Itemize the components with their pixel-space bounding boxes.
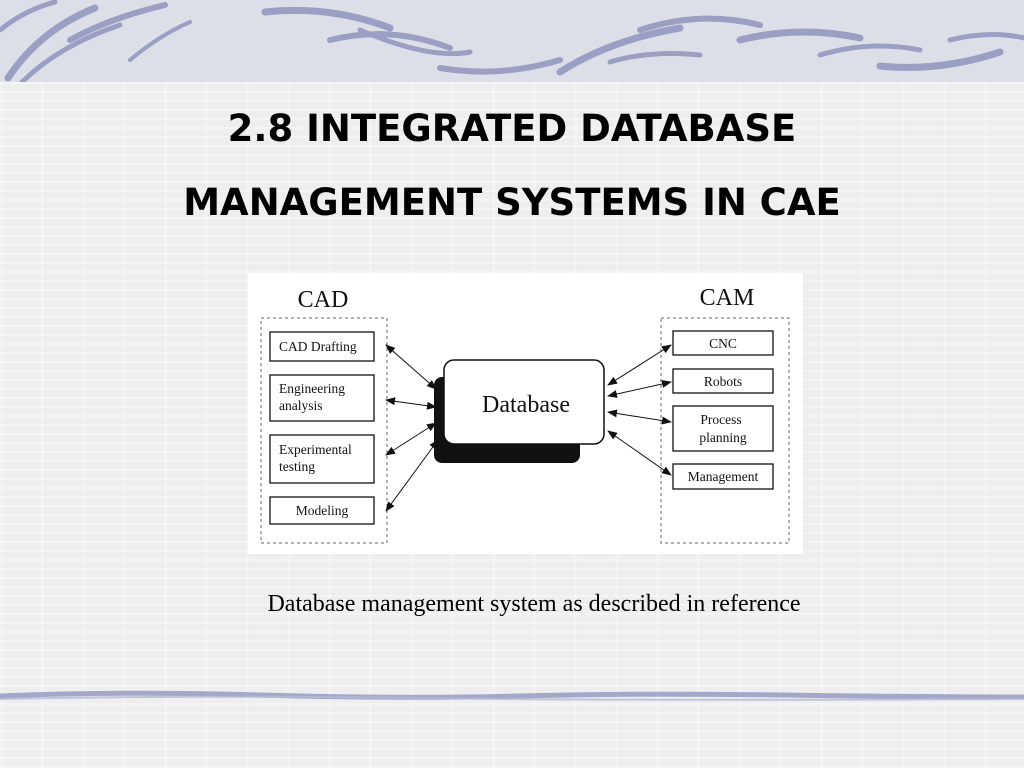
arrow-modeling <box>385 439 439 512</box>
cad-item-label: Engineering <box>279 381 345 396</box>
cad-group-heading: CAD <box>298 287 349 313</box>
cam-item-label: Management <box>688 469 759 484</box>
top-banner-decoration <box>0 0 1024 82</box>
arrow-engineering-analysis <box>385 397 437 410</box>
arrow-robots <box>607 380 672 398</box>
swoosh-pattern <box>0 0 1024 82</box>
title-line-2: MANAGEMENT SYSTEMS IN CAE <box>183 181 841 224</box>
arrow-management <box>607 430 672 476</box>
cad-item-label: CAD Drafting <box>279 339 357 354</box>
cad-group-container <box>260 317 388 544</box>
cad-item-label: Modeling <box>296 503 349 518</box>
cam-item-label: planning <box>699 430 746 445</box>
title-line-1: 2.8 INTEGRATED DATABASE <box>227 107 797 150</box>
arrow-cad-drafting <box>385 344 437 390</box>
cad-item-modeling: Modeling <box>269 496 375 525</box>
cad-item-cad-drafting: CAD Drafting <box>269 331 375 362</box>
cam-item-management: Management <box>672 463 774 490</box>
cam-group-heading: CAM <box>700 285 755 311</box>
cad-item-label: Experimental <box>279 442 352 457</box>
cad-item-label: testing <box>279 459 315 474</box>
bottom-swoosh-divider <box>0 686 1024 706</box>
cam-item-label: Robots <box>704 374 742 389</box>
cad-item-experimental-testing: Experimental testing <box>269 434 375 484</box>
cam-group-container <box>660 317 790 544</box>
cad-item-engineering-analysis: Engineering analysis <box>269 374 375 422</box>
arrow-cnc <box>607 344 672 386</box>
cam-item-cnc: CNC <box>672 330 774 356</box>
figure-caption: Database management system as described … <box>267 591 801 617</box>
cam-item-label: CNC <box>709 336 737 351</box>
cad-item-label: analysis <box>279 398 323 413</box>
cam-item-robots: Robots <box>672 368 774 394</box>
diagram-canvas: CAD CAM CAD Drafting Engineering analysi… <box>260 285 790 544</box>
cam-database-arrows <box>607 344 672 476</box>
database-node: Database <box>434 359 605 463</box>
cam-item-label: Process <box>700 412 741 427</box>
database-label: Database <box>482 392 570 418</box>
arrow-process-planning <box>607 409 672 425</box>
database-diagram: CAD CAM CAD Drafting Engineering analysi… <box>248 273 803 554</box>
slide-title: 2.8 INTEGRATED DATABASE MANAGEMENT SYSTE… <box>0 92 1024 240</box>
database-box <box>443 359 605 445</box>
cam-item-process-planning: Process planning <box>672 405 774 452</box>
arrow-experimental-testing <box>385 422 437 456</box>
cad-database-arrows <box>385 344 439 512</box>
